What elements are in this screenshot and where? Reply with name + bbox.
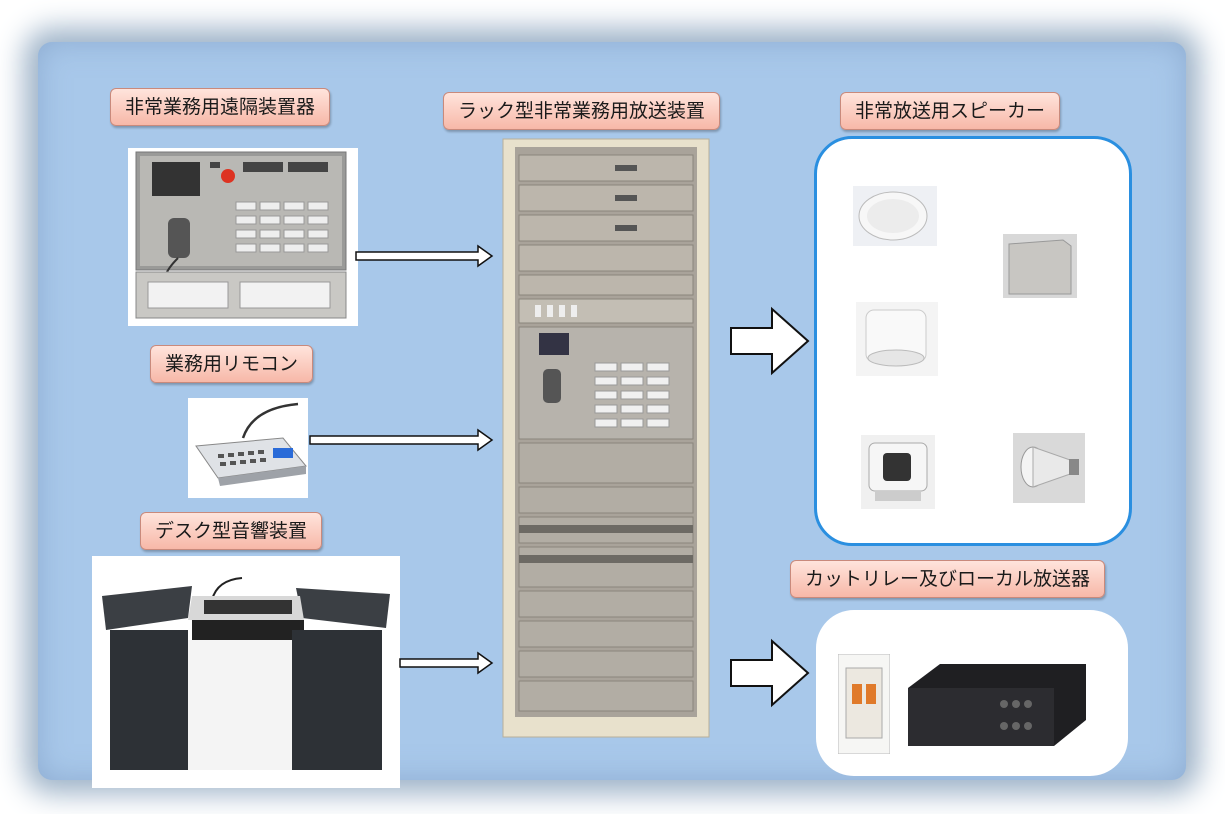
label-cut-relay: カットリレー及びローカル放送器: [790, 560, 1106, 598]
rack-unit-image: [495, 135, 717, 743]
desk-unit-image: [92, 556, 400, 788]
remote-unit-image: [128, 148, 358, 326]
thin-arrow-remote-control: [309, 428, 494, 452]
label-remote-unit: 非常業務用遠隔装置器: [110, 88, 331, 126]
cabinet-speaker-image: [861, 435, 935, 509]
label-rack-unit: ラック型非常業務用放送装置: [443, 92, 721, 130]
label-remote-control: 業務用リモコン: [150, 345, 314, 383]
thick-arrow-cut-relay: [730, 638, 810, 708]
thin-arrow-remote-unit: [355, 244, 494, 268]
ceiling-speaker-round-image: [856, 302, 938, 376]
cut-relay-switch-image: [838, 654, 890, 754]
thick-arrow-speakers: [730, 306, 810, 376]
label-speakers: 非常放送用スピーカー: [840, 92, 1061, 130]
local-amplifier-image: [904, 660, 1090, 752]
remote-control-image: [188, 398, 308, 498]
label-desk-unit: デスク型音響装置: [140, 512, 323, 550]
ceiling-speaker-flat-image: [853, 186, 937, 246]
wall-speaker-box-image: [1003, 234, 1077, 298]
horn-speaker-image: [1013, 433, 1085, 503]
thin-arrow-desk-unit: [399, 651, 494, 675]
